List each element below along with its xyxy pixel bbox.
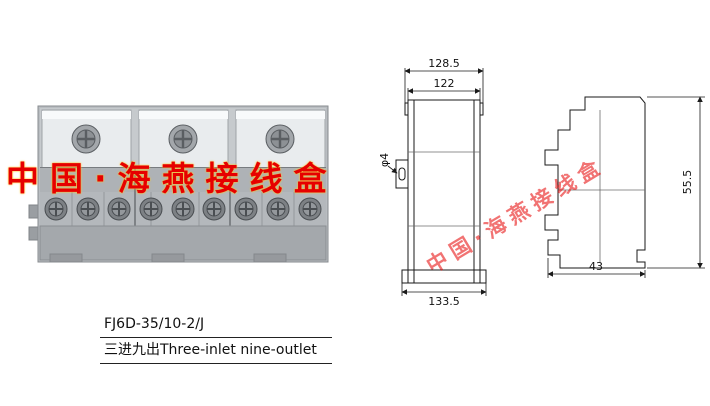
side-view-labels: 55.5 43 bbox=[589, 170, 694, 273]
dim-height-label: 55.5 bbox=[681, 170, 694, 195]
dim-outer-top-label: 128.5 bbox=[428, 57, 460, 70]
front-tab-hole bbox=[398, 167, 406, 181]
dim-hole-label: φ4 bbox=[378, 153, 391, 167]
front-tab bbox=[395, 159, 409, 189]
dim-depth bbox=[547, 258, 646, 278]
model-number: FJ6D-35/10-2/J bbox=[100, 312, 332, 338]
terminal-screws bbox=[44, 197, 322, 221]
dim-inner-top-label: 122 bbox=[434, 77, 455, 90]
watermark-text: 中国·海燕接线盒 bbox=[6, 159, 338, 198]
product-photo bbox=[28, 105, 329, 263]
front-view-labels: 128.5 122 133.5 φ4 bbox=[378, 57, 460, 308]
hole-leader-line bbox=[387, 165, 398, 174]
terminal-separators bbox=[71, 168, 295, 226]
dim-height bbox=[647, 96, 705, 269]
product-description: 三进九出Three-inlet nine-outlet bbox=[100, 338, 332, 364]
middle-band bbox=[40, 168, 326, 192]
dim-outer-top bbox=[404, 68, 484, 103]
base-feet bbox=[49, 253, 287, 263]
dim-depth-label: 43 bbox=[589, 260, 603, 273]
cover-screws bbox=[71, 124, 295, 154]
dim-bottom bbox=[401, 283, 487, 296]
dim-bottom-label: 133.5 bbox=[428, 295, 460, 308]
dim-inner-top bbox=[407, 88, 481, 100]
front-view-drawing bbox=[387, 68, 487, 296]
side-view-drawing bbox=[544, 96, 705, 278]
front-flange bbox=[401, 269, 487, 284]
caption-block: FJ6D-35/10-2/J 三进九出Three-inlet nine-outl… bbox=[100, 312, 332, 364]
side-profile bbox=[544, 96, 646, 269]
